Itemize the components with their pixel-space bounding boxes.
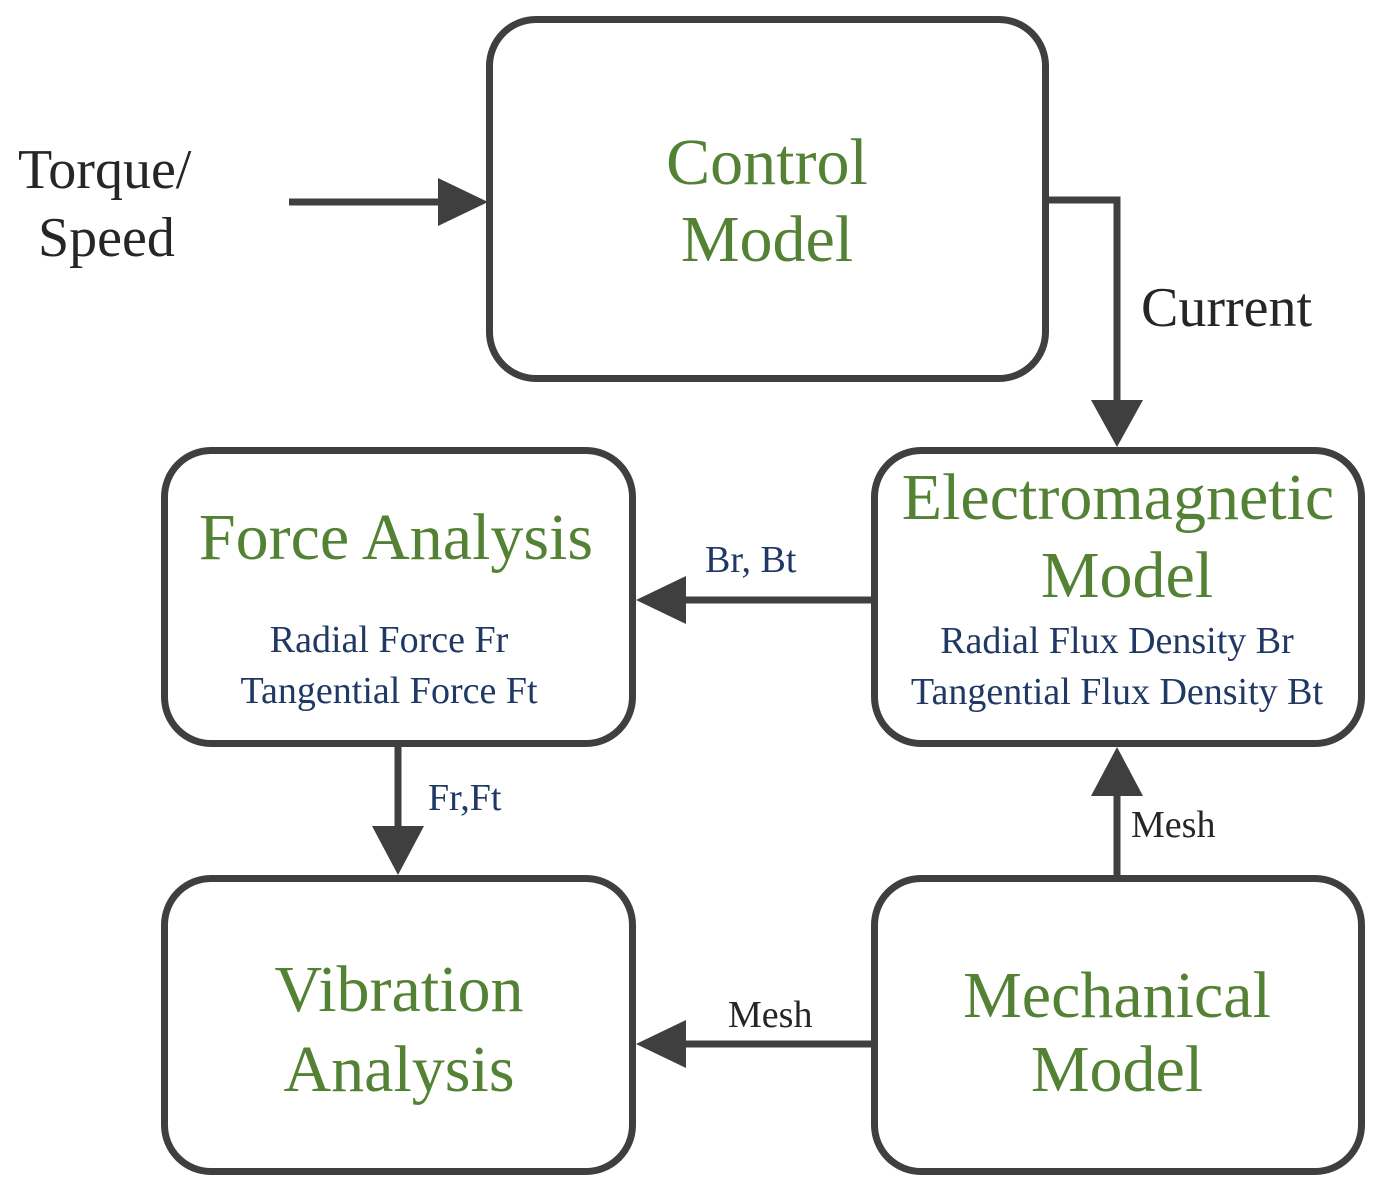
fr-ft-label: Fr,Ft	[428, 777, 502, 819]
electromagnetic-model-box	[871, 447, 1365, 747]
fr-ft-arrowhead	[372, 826, 424, 875]
tangential-flux-density-label: Tangential Flux Density Bt	[910, 671, 1324, 713]
electromagnetic-model-title-line2: Model	[1040, 539, 1214, 612]
force-analysis-title: Force Analysis	[198, 501, 594, 574]
vibration-analysis-title-line1: Vibration	[274, 953, 524, 1026]
tangential-force-label: Tangential Force Ft	[240, 670, 538, 712]
radial-force-label: Radial Force Fr	[269, 619, 509, 661]
current-arrow-line	[1049, 196, 1121, 402]
vibration-analysis-title-line2: Analysis	[283, 1033, 515, 1106]
control-model-title-line1: Control	[666, 126, 868, 199]
radial-flux-density-label: Radial Flux Density Br	[940, 620, 1294, 662]
vibration-analysis-box	[161, 875, 636, 1175]
electromagnetic-model-title-line1: Electromagnetic	[901, 461, 1335, 534]
current-label: Current	[1141, 277, 1313, 339]
mesh-left-label: Mesh	[728, 994, 813, 1036]
br-bt-label: Br, Bt	[705, 539, 797, 581]
input-label-torque: Torque/	[18, 139, 192, 201]
br-bt-arrowhead	[636, 576, 686, 624]
mechanical-model-title-line1: Mechanical	[963, 959, 1271, 1032]
mechanical-model-box	[871, 875, 1365, 1175]
mechanical-model-title-line2: Model	[1030, 1033, 1204, 1106]
mesh-up-arrowhead	[1091, 747, 1143, 796]
current-arrowhead	[1091, 400, 1143, 447]
mesh-up-label: Mesh	[1131, 804, 1216, 846]
input-label-speed: Speed	[38, 207, 175, 269]
control-model-title-line2: Model	[680, 203, 854, 276]
force-analysis-box	[161, 447, 636, 747]
mesh-left-arrowhead	[636, 1020, 686, 1068]
input-arrowhead	[438, 178, 488, 226]
control-model-box	[486, 16, 1049, 382]
